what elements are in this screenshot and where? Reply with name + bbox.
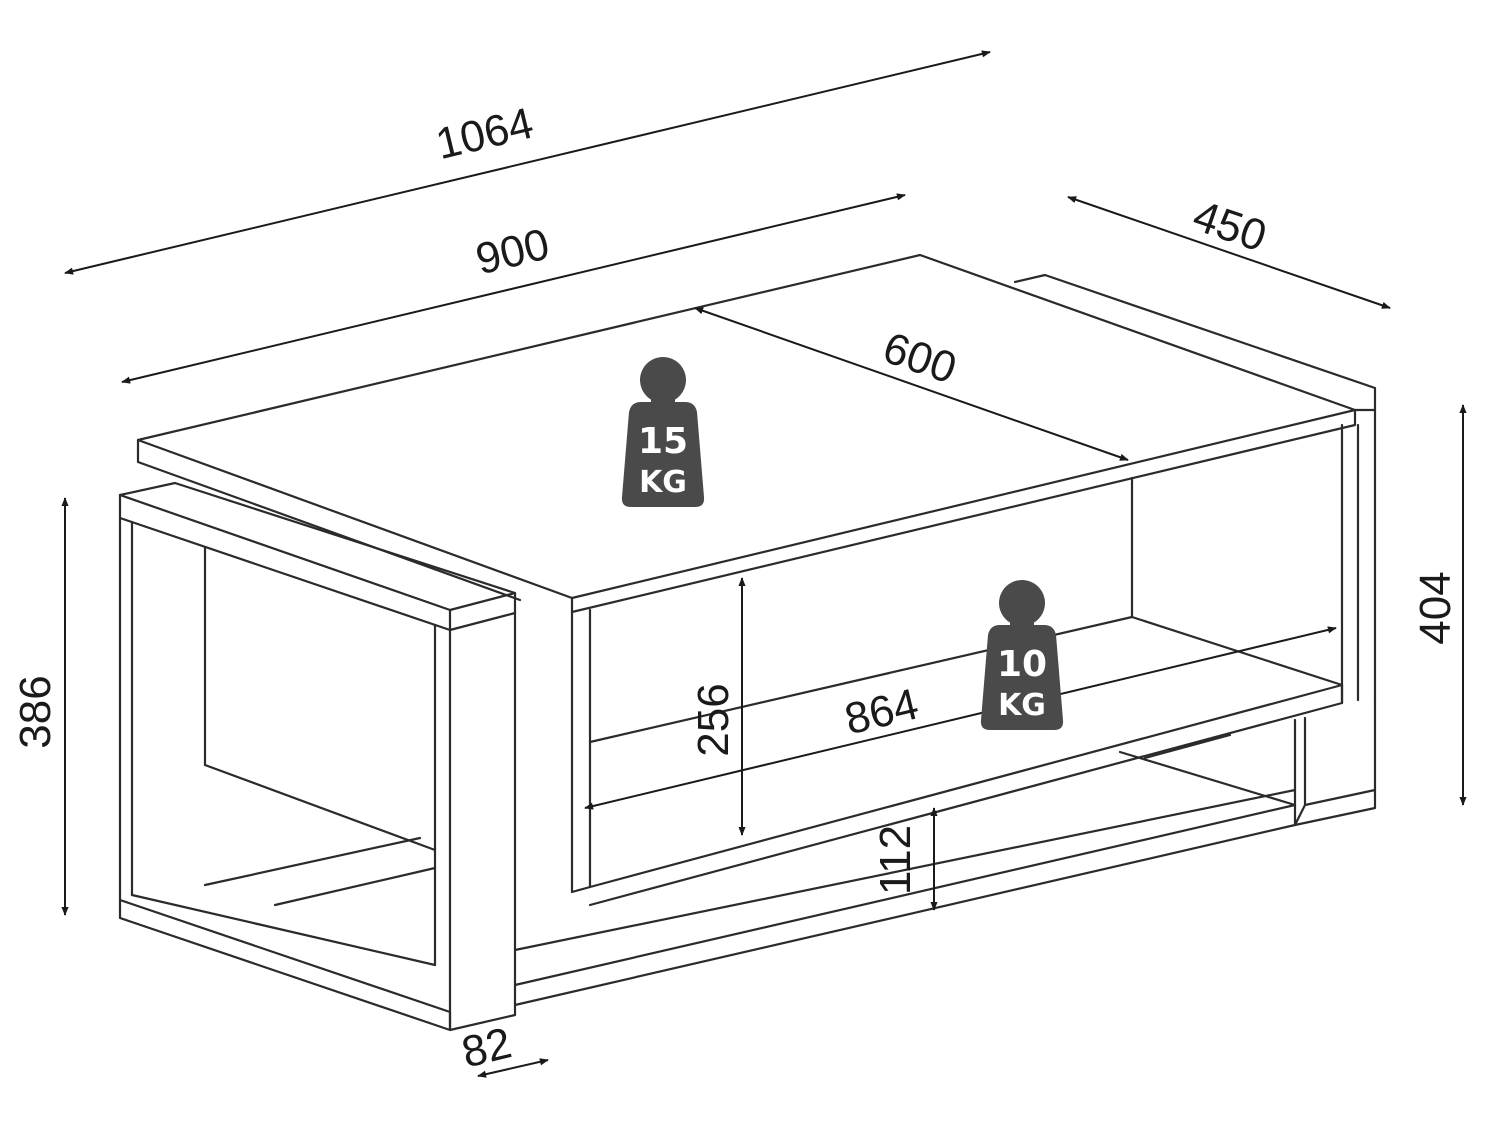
left-frame-top-plank-front [118,493,452,632]
weight-top-unit: KG [639,465,687,500]
label-leg-thickness: 82 [457,1018,516,1077]
dim-line-leg-thickness [477,1058,549,1078]
weight-top-value: 15 [638,421,688,462]
label-overall-width: 1064 [431,99,538,169]
dimension-labels: 1064 900 450 600 386 404 256 864 112 82 [11,99,1460,1078]
dimension-lines [61,50,1467,1078]
weight-shelf-value: 10 [997,644,1047,685]
left-frame-back-post [118,516,134,902]
tabletop-front-edge [570,408,1357,614]
dim-line-top-depth [694,307,1129,461]
label-top-depth: 600 [877,323,962,393]
bottom-runner [513,788,1297,1007]
weight-icon-top: 15 KG [621,357,705,507]
tabletop-surface [136,253,1357,600]
left-frame-top-plank [118,481,517,612]
label-height-right: 404 [1411,571,1460,644]
table-outline [118,253,1377,1032]
label-bottom-clearance: 112 [871,825,920,895]
label-top-width: 900 [471,220,554,285]
weight-icon-shelf: 10 KG [980,580,1064,730]
dim-line-depth [1067,196,1391,309]
label-height-left: 386 [11,675,60,748]
right-leg [1293,698,1377,827]
left-frame-bottom-runner [118,898,452,1032]
right-side-panel [1340,408,1377,705]
left-frame-front-post [448,611,517,1032]
dim-line-top-width [121,193,906,384]
dim-line-shelf-width [584,626,1337,810]
right-extension-plank [1013,273,1377,412]
label-depth: 450 [1187,191,1272,261]
label-shelf-height: 256 [689,683,738,756]
label-shelf-width: 864 [840,680,923,745]
weight-shelf-unit: KG [998,688,1046,723]
shelf-left-side [570,608,592,894]
